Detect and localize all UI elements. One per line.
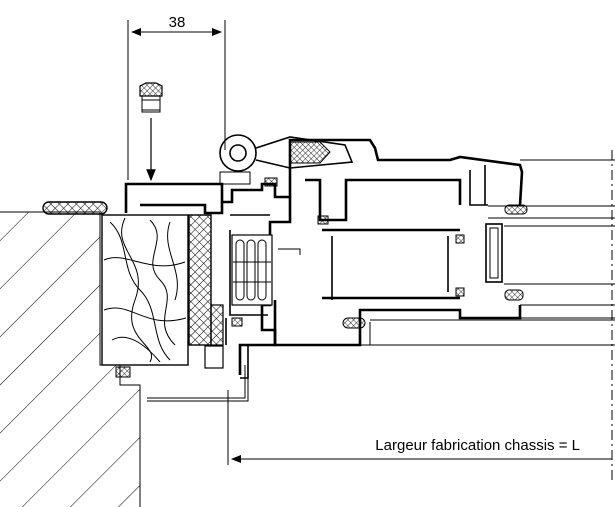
anchor-bracket <box>147 365 249 402</box>
sash-profile <box>273 138 524 347</box>
dimension-top-value: 38 <box>169 14 186 31</box>
glazing-unit <box>485 150 615 480</box>
dimension-bottom: Largeur fabrication chassis = L <box>227 390 612 465</box>
timber-subframe <box>101 214 189 366</box>
thermal-break-chambers <box>231 234 301 306</box>
fixing-screw <box>139 82 163 182</box>
bottom-seal-subframe <box>115 345 224 378</box>
insulation-strip <box>188 214 224 346</box>
dimension-bottom-label: Largeur fabrication chassis = L <box>375 437 580 454</box>
sealant-bead <box>42 201 108 215</box>
sill-lines <box>360 319 615 346</box>
gaskets <box>231 177 528 329</box>
handle-hinge <box>219 134 354 185</box>
dimension-top: 38 <box>127 14 226 180</box>
